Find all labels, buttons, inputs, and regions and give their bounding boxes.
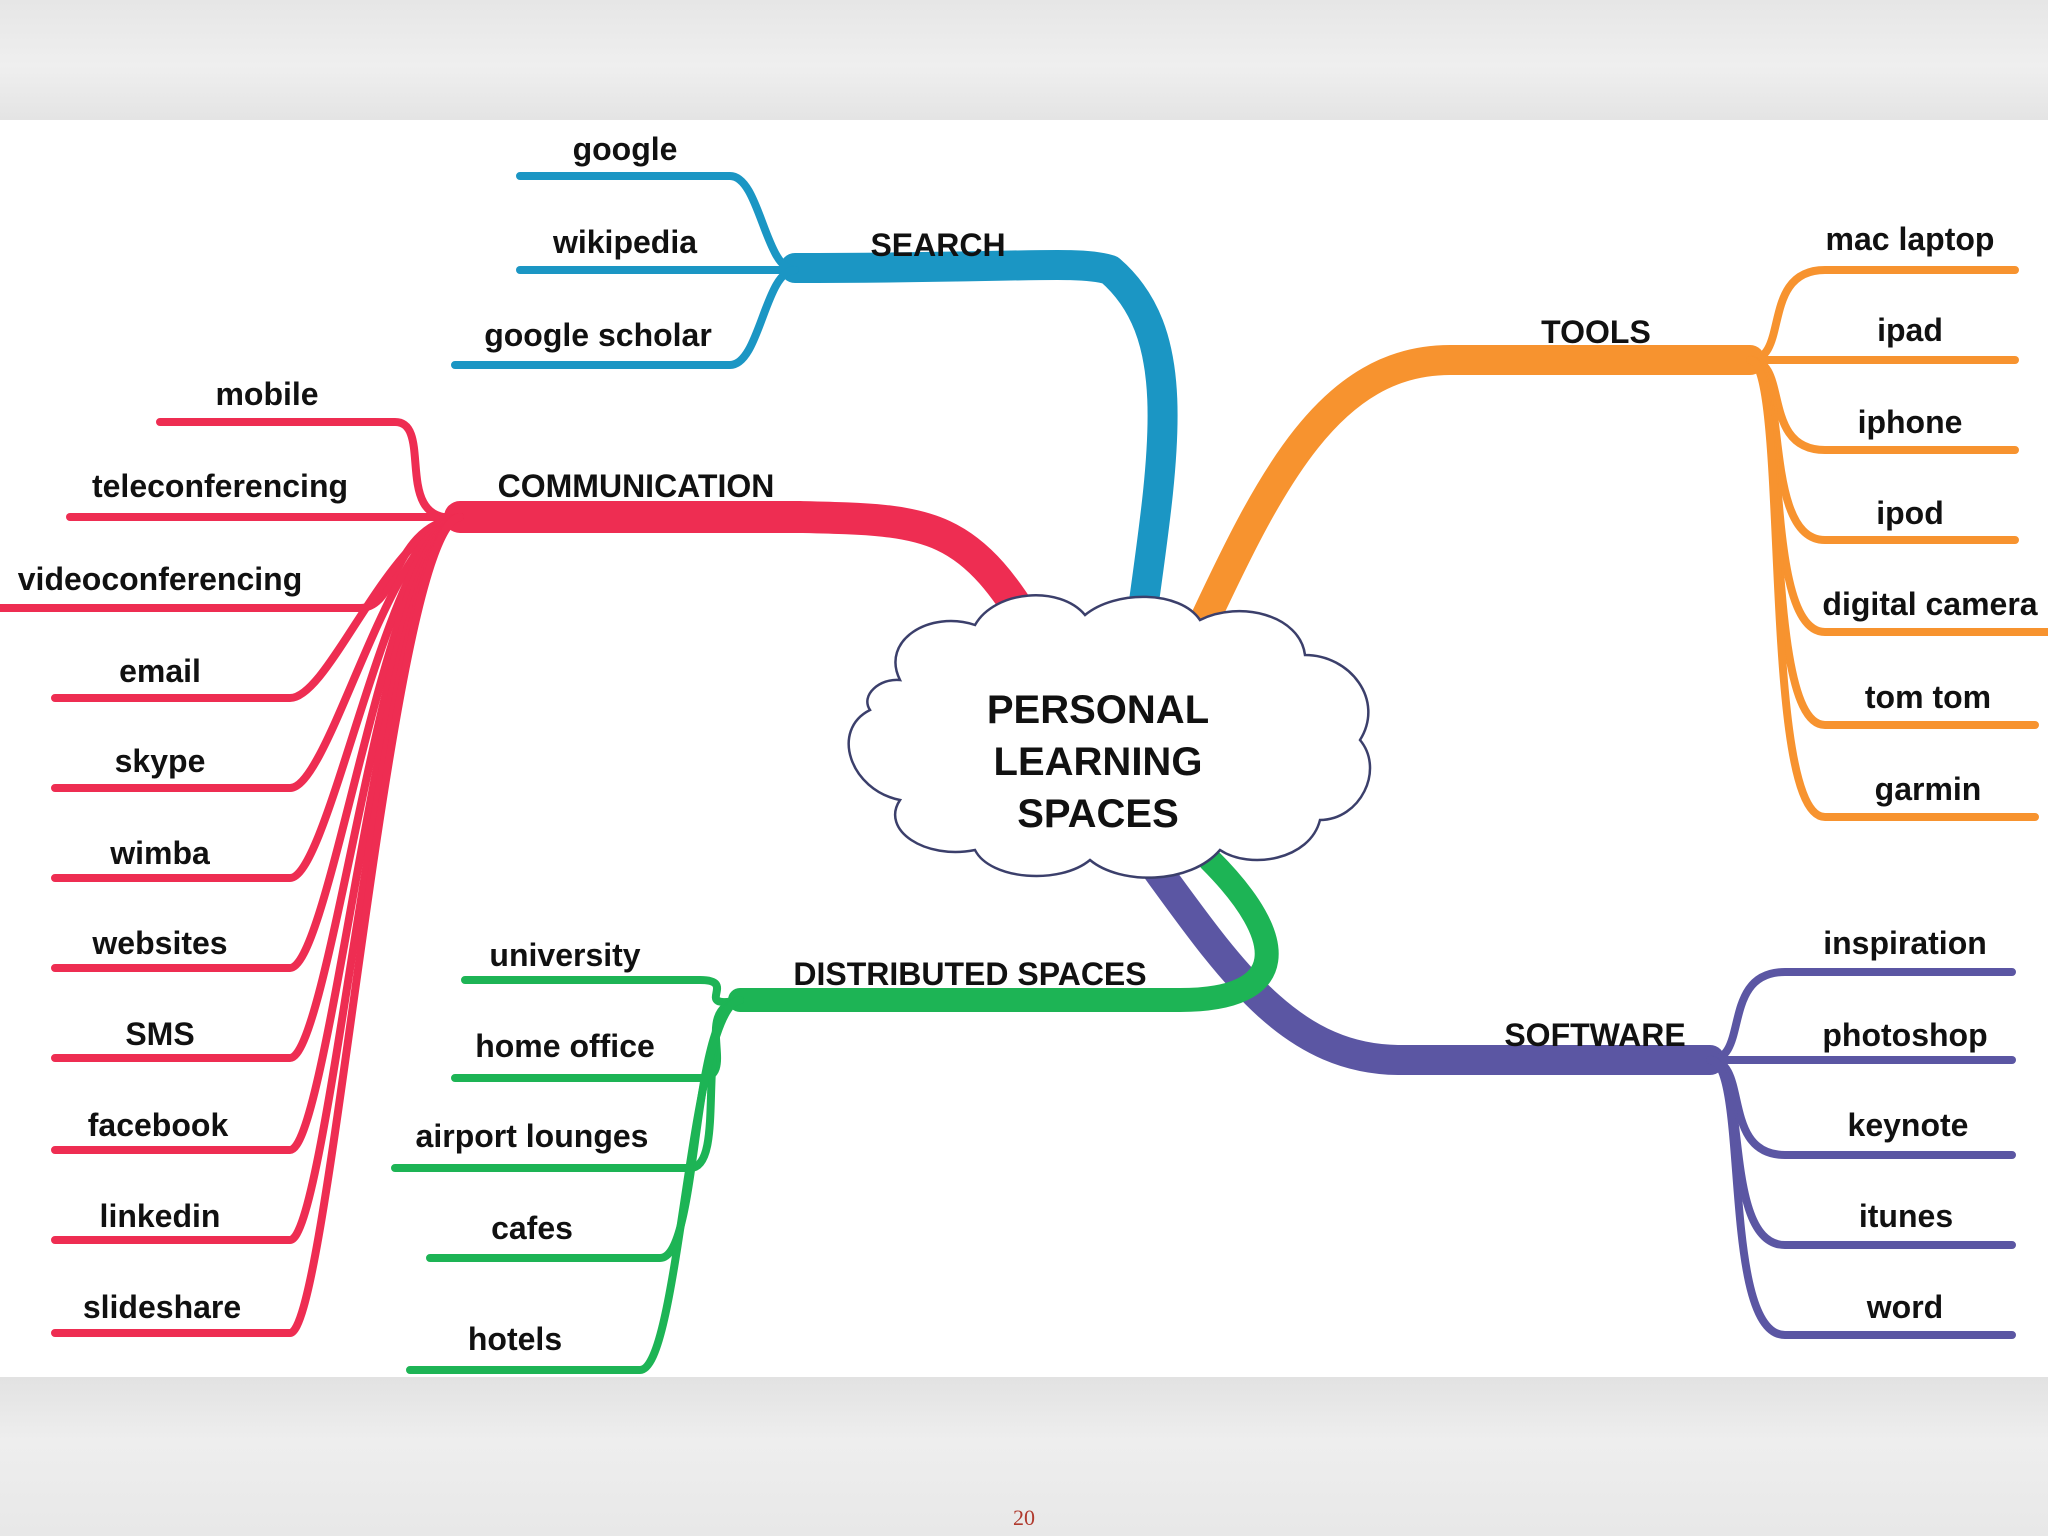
leaf-itunes: itunes bbox=[1859, 1198, 1953, 1234]
search-leaf-line bbox=[516, 172, 799, 274]
slide-top-band bbox=[0, 0, 2048, 120]
leaf-word: word bbox=[1866, 1289, 1943, 1325]
leaf-ipad: ipad bbox=[1877, 312, 1943, 348]
branch-label-search: SEARCH bbox=[870, 227, 1005, 263]
distributed-leaf-line bbox=[461, 976, 744, 1007]
leaf-wimba: wimba bbox=[109, 835, 210, 871]
software-leaf-line bbox=[1706, 968, 2016, 1064]
leaf-garmin: garmin bbox=[1875, 771, 1982, 807]
leaf-iphone: iphone bbox=[1858, 404, 1963, 440]
tools-trunk bbox=[1185, 345, 1765, 645]
distributed-leaf-line bbox=[406, 996, 744, 1374]
leaf-hotels: hotels bbox=[468, 1321, 562, 1357]
tools-leaf-line bbox=[1746, 356, 2039, 821]
distributed-trunk bbox=[728, 848, 1279, 1012]
center-cloud bbox=[847, 594, 1372, 879]
slide-bottom-band bbox=[0, 1377, 2048, 1536]
tools-leaf-line bbox=[1746, 266, 2019, 364]
leaf-photoshop: photoshop bbox=[1822, 1017, 1987, 1053]
leaf-home-office: home office bbox=[475, 1028, 655, 1064]
leaf-teleconferencing: teleconferencing bbox=[92, 468, 348, 504]
communication-leaf-line bbox=[51, 513, 464, 1337]
leaf-mac-laptop: mac laptop bbox=[1826, 221, 1995, 257]
leaf-tom-tom: tom tom bbox=[1865, 679, 1991, 715]
leaf-sms: SMS bbox=[125, 1016, 194, 1052]
leaf-slideshare: slideshare bbox=[83, 1289, 241, 1325]
leaf-keynote: keynote bbox=[1848, 1107, 1969, 1143]
leaf-ipod: ipod bbox=[1876, 495, 1944, 531]
leaf-videoconferencing: videoconferencing bbox=[18, 561, 303, 597]
leaf-linkedin: linkedin bbox=[100, 1198, 221, 1234]
leaf-university: university bbox=[489, 937, 640, 973]
center-title-line: SPACES bbox=[1017, 792, 1179, 836]
software-leaf-line bbox=[1706, 1056, 2016, 1339]
leaf-cafes: cafes bbox=[491, 1210, 573, 1246]
mind-map: PERSONALLEARNINGSPACESgooglewikipediagoo… bbox=[0, 131, 2048, 1374]
leaf-digital-camera: digital camera bbox=[1822, 586, 2037, 622]
leaf-inspiration: inspiration bbox=[1823, 925, 1987, 961]
leaf-wikipedia: wikipedia bbox=[552, 224, 697, 260]
branch-label-software: SOFTWARE bbox=[1504, 1017, 1685, 1053]
leaf-google-scholar: google scholar bbox=[484, 317, 712, 353]
branch-label-communication: COMMUNICATION bbox=[498, 468, 775, 504]
leaf-skype: skype bbox=[115, 743, 206, 779]
leaf-airport-lounges: airport lounges bbox=[416, 1118, 649, 1154]
leaf-google: google bbox=[573, 131, 678, 167]
branch-labels: google wikipedia google scholar SEARCH mobil… bbox=[18, 131, 2038, 1357]
search-trunk bbox=[780, 249, 1178, 645]
center-title-line: PERSONAL bbox=[987, 688, 1209, 732]
branch-label-tools: TOOLS bbox=[1541, 314, 1651, 350]
branch-label-distributed-spaces: DISTRIBUTED SPACES bbox=[793, 956, 1146, 992]
leaf-email: email bbox=[119, 653, 201, 689]
page-number: 20 bbox=[1013, 1505, 1035, 1530]
search-leaf-line bbox=[451, 266, 799, 369]
leaf-websites: websites bbox=[91, 925, 227, 961]
software-trunk bbox=[1135, 845, 1725, 1075]
center-title-line: LEARNING bbox=[994, 740, 1203, 784]
leaf-facebook: facebook bbox=[88, 1107, 229, 1143]
leaf-mobile: mobile bbox=[215, 376, 318, 412]
